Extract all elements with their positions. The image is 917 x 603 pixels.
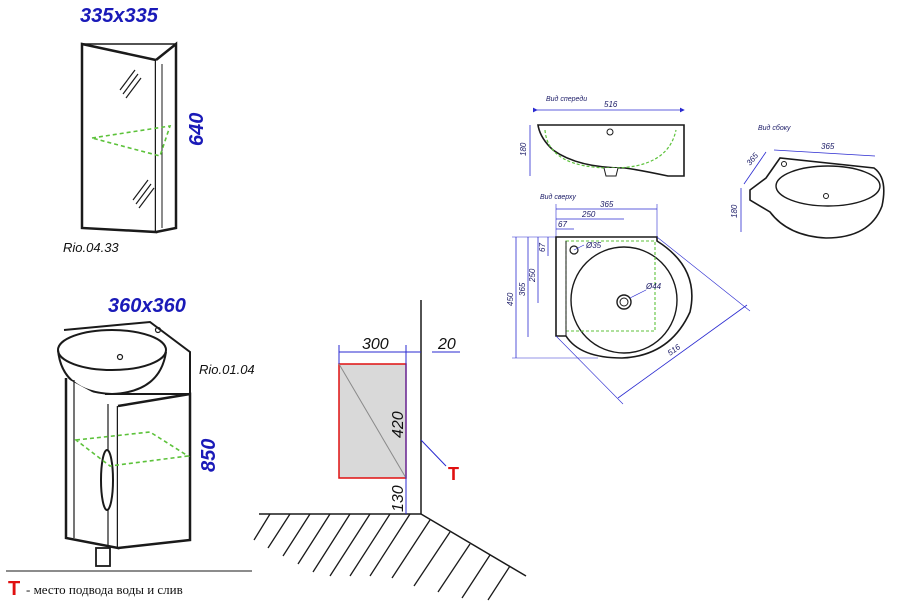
mirror-cabinet-shelf-hidden [91,125,172,157]
vanity-height-label: 850 [198,439,220,472]
top-view-outline [555,236,693,359]
connection-mark: T [448,464,459,484]
side-view-title: Вид сбоку [758,124,791,132]
vanity-leg [95,547,111,567]
mirror-cabinet-height-label: 640 [186,113,208,146]
panel-height-label: 420 [390,411,407,438]
vanity-shelf-hidden [73,431,191,467]
legend-text: - место подвода воды и слив [26,582,183,597]
top-view-diagonal: 516 [666,342,683,357]
mirror-cabinet-model: Rio.04.33 [63,240,119,255]
top-view-left-365: 365 [518,282,527,296]
vanity-tap-hole [154,326,162,334]
top-view-d365: 365 [600,200,614,209]
top-view-bowl [570,246,678,354]
front-view-title: Вид спереди [546,95,587,103]
front-view-height: 180 [519,142,528,156]
legend: T - место подвода воды и слив [8,578,183,600]
front-view-width: 516 [604,100,618,109]
vanity-cabinet-door [117,392,192,550]
basin-side-view: Вид сбоку 365 365 180 [730,124,885,239]
panel-floor-offset-label: 130 [390,485,407,512]
top-view-left-250: 250 [528,268,537,283]
top-view-d67: 67 [558,220,567,229]
floor-hatching [253,513,511,601]
top-view-tap-hole [569,245,579,255]
top-view-drain-label: Ø44 [645,282,662,291]
side-view-outline [749,157,885,239]
mirror-cabinet-drawing: 335x335 640 Rio.04.33 [63,5,208,255]
mirror-cabinet-size-label: 335x335 [80,5,159,27]
side-view-depth: 365 [745,151,761,167]
vanity-model: Rio.01.04 [199,362,255,377]
basin-top-view: Вид сверху 365 250 67 67 250 365 450 Ø35… [506,193,751,405]
vanity-basin-bowl [57,329,167,371]
front-view-outline [537,124,685,177]
side-view-height: 180 [730,204,739,218]
side-view-width: 365 [821,142,835,151]
legend-symbol: T [8,578,20,600]
wall-corner-line [420,513,527,577]
top-view-drain [616,294,632,310]
vanity-drawing: 360x360 850 Rio.01.04 [57,295,255,567]
panel-gap-label: 20 [437,336,456,353]
top-view-d250: 250 [581,210,596,219]
top-view-tap-hole-label: Ø35 [585,241,602,250]
vanity-door-handle [100,449,114,511]
vanity-size-label: 360x360 [108,295,186,317]
panel-width-label: 300 [362,336,389,353]
top-view-title: Вид сверху [540,193,576,201]
wall-schematic: 300 20 420 130 T [253,300,527,601]
basin-front-view: Вид спереди 516 180 [519,95,685,177]
top-view-left-67: 67 [538,243,547,252]
mirror-reflection-marks [119,69,155,209]
top-view-left-450: 450 [506,292,515,306]
